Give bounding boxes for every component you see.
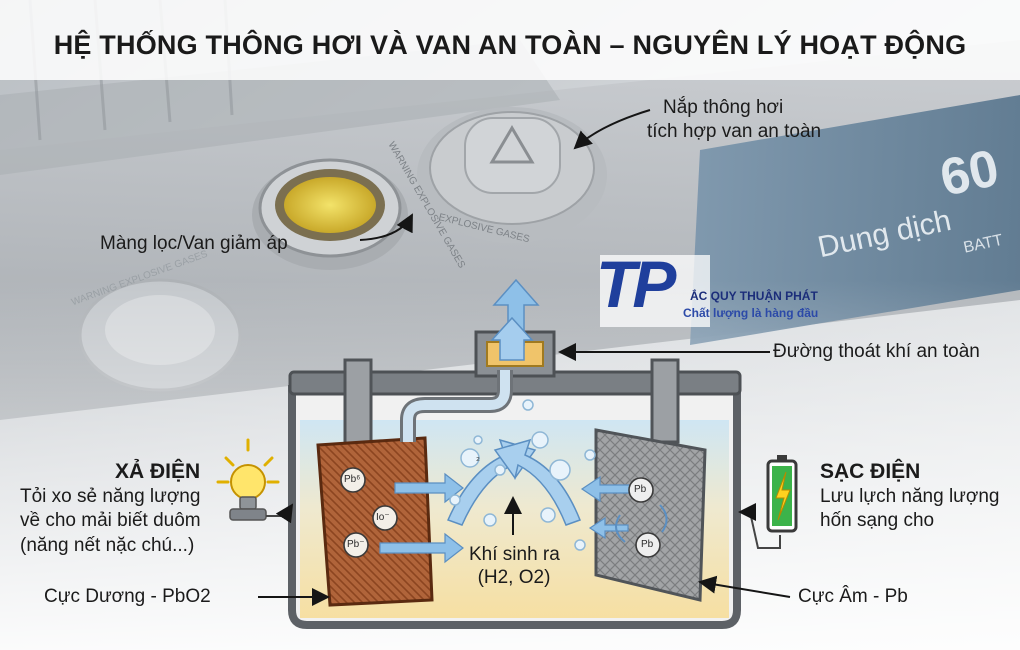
- brand-name: ẮC QUY THUẬN PHÁT: [690, 289, 818, 303]
- photo-label-number: 60: [935, 138, 1004, 208]
- callout-vent-cap-line2: tích hợp van an toàn: [647, 121, 822, 142]
- bubble-mark: ₂: [476, 452, 480, 463]
- title-band: [0, 0, 1020, 80]
- leader-negative: [698, 575, 791, 598]
- brand-tagline: Chất lượng là hàng đầu: [683, 306, 819, 320]
- ion-label-1: Pb⁶: [344, 474, 361, 485]
- callout-filter: Màng lọc/Van giảm áp: [100, 233, 288, 254]
- arrow-ion-left-2: [588, 516, 629, 540]
- gas-tube-inner: [403, 370, 510, 442]
- terminal-positive: [343, 358, 373, 454]
- gas-bubbles: [449, 399, 596, 551]
- callout-positive: Cực Dương - PbO2: [44, 586, 211, 607]
- discharge-line-2: về cho mải biết duôm: [20, 510, 201, 531]
- ion-label-5: Pb: [641, 539, 654, 550]
- callout-gas-line2: (H2, O2): [477, 567, 551, 588]
- arrow-up-valve: [490, 316, 534, 361]
- brand-monogram: TP: [596, 247, 676, 321]
- callout-gas-path: Đường thoát khí an toàn: [773, 341, 980, 362]
- ion-label-2: Io⁻: [376, 512, 390, 523]
- terminal-negative: [650, 358, 680, 444]
- arrow-gas-right: [493, 438, 581, 526]
- battery-cross-section: [288, 330, 742, 629]
- arrow-ion-left-1: [580, 475, 631, 503]
- charge-line-2: hốn sạng cho: [820, 510, 935, 531]
- callout-negative: Cực Âm - Pb: [798, 586, 908, 607]
- discharge-heading: XẢ ĐIỆN: [115, 460, 201, 483]
- callout-gas-line1: Khí sinh ra: [469, 544, 560, 565]
- discharge-line-1: Tỏi xo sẻ năng lượng: [20, 486, 201, 507]
- charge-heading: SẠC ĐIỆN: [820, 460, 921, 483]
- page-title: HỆ THỐNG THÔNG HƠI VÀ VAN AN TOÀN – NGUY…: [53, 30, 967, 60]
- charge-line-1: Lưu lựch năng lượng: [820, 486, 1000, 507]
- wire-charge: [738, 503, 781, 549]
- discharge-line-3: (năng nết nặc chú...): [20, 535, 195, 556]
- negative-plate: [594, 428, 707, 602]
- ion-markers: [340, 467, 668, 558]
- vent-cap: [417, 107, 607, 243]
- ion-label-3: Pb⁻: [347, 539, 365, 550]
- leader-filter: [359, 213, 413, 241]
- battery-charging-icon: [766, 455, 798, 533]
- leader-vent-cap: [573, 109, 651, 150]
- ion-label-4: Pb: [634, 484, 647, 495]
- gas-flow-arrows: [379, 278, 631, 564]
- arrow-ion-right-2: [379, 532, 464, 564]
- callout-vent-cap-line1: Nắp thông hơi: [663, 97, 784, 118]
- wire-discharge: [266, 503, 294, 524]
- open-vent-filter: [252, 158, 408, 270]
- brand-logo: [600, 255, 710, 327]
- light-bulb-icon: [216, 438, 280, 521]
